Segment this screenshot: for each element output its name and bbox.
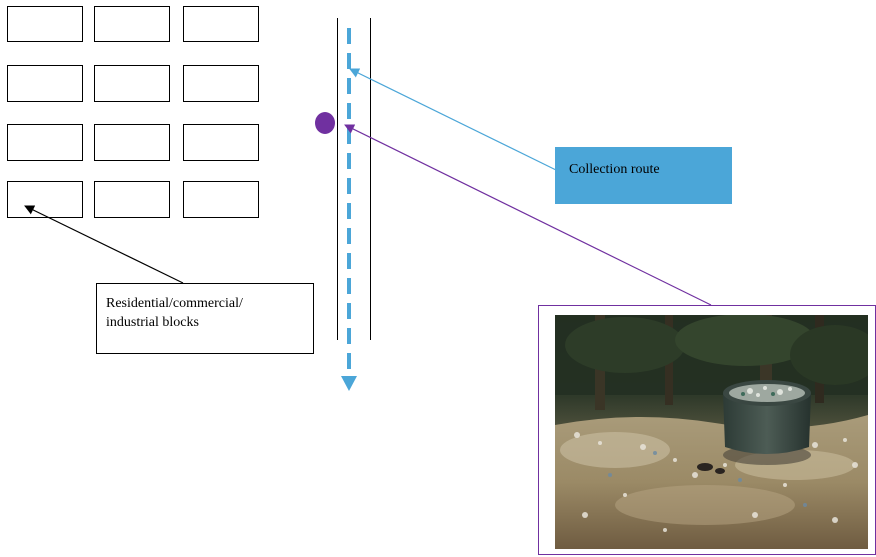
collection-point-photo-frame [538, 305, 876, 555]
block [183, 181, 259, 218]
blocks-leader-arrow [24, 205, 184, 284]
block [183, 6, 259, 42]
route-leader-arrow [349, 68, 557, 171]
block [94, 124, 170, 161]
block [94, 6, 170, 42]
collection-route-label: Collection route [569, 162, 660, 177]
waste-collection-bin-photo [555, 315, 868, 549]
block [7, 124, 83, 161]
blocks-label-line1: Residential/commercial/ [106, 296, 243, 311]
block [183, 65, 259, 102]
collection-route-label-box: Collection route [555, 147, 732, 204]
block [7, 6, 83, 42]
purple-dot-icon [315, 112, 335, 134]
blocks-label: Residential/commercial/ industrial block… [106, 294, 306, 332]
block [7, 65, 83, 102]
arrow-down-icon [341, 376, 357, 391]
block-grid [7, 6, 259, 218]
blocks-label-box: Residential/commercial/ industrial block… [96, 283, 314, 354]
block [94, 181, 170, 218]
collection-point-leader-arrow [344, 124, 712, 306]
block [7, 181, 83, 218]
block [94, 65, 170, 102]
block [183, 124, 259, 161]
blocks-label-line2: industrial blocks [106, 315, 199, 330]
